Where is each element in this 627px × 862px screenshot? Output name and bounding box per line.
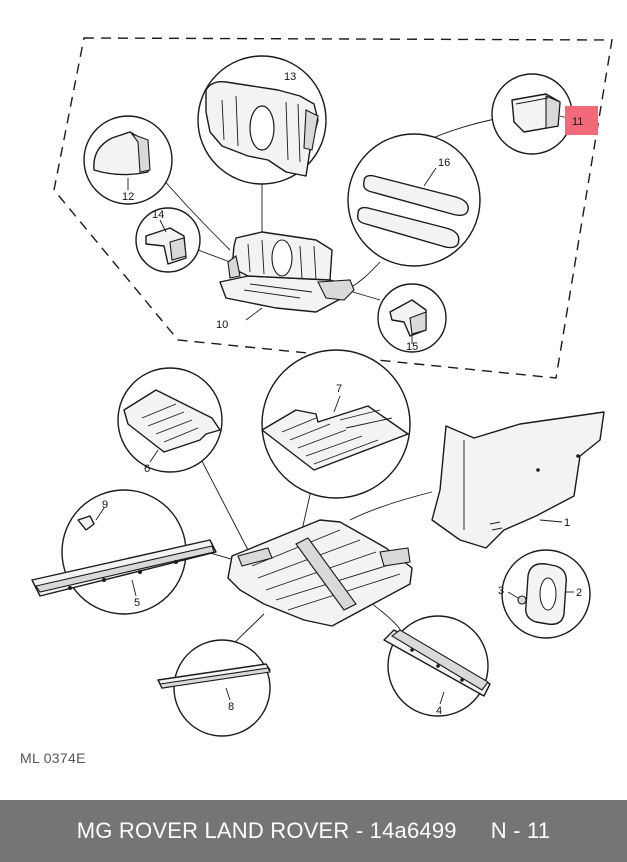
- callout-7: 7: [336, 383, 342, 395]
- diagram-reference-code: ML 0374E: [20, 750, 86, 766]
- part-4-detail: [383, 615, 491, 717]
- callout-5: 5: [134, 597, 140, 609]
- part-7-detail: [261, 349, 411, 499]
- part-11-detail: [491, 73, 573, 155]
- footer-page-number: N - 11: [490, 818, 551, 843]
- part-12-detail: [83, 115, 173, 205]
- callout-14: 14: [152, 209, 164, 221]
- callout-12: 12: [122, 191, 134, 203]
- part-5-detail: [31, 489, 217, 615]
- callout-10: 10: [216, 319, 228, 331]
- callout-16: 16: [438, 157, 450, 169]
- footer-title: MG ROVER LAND ROVER - 14a6499: [76, 818, 457, 843]
- part-1-panel: [431, 411, 605, 549]
- parts-diagram: 1 2 3 4 5 6 7 8 9 10 11 12 13 14 15 16: [31, 37, 613, 737]
- part-14-detail: [135, 207, 201, 273]
- callout-4: 4: [436, 705, 442, 717]
- callout-6: 6: [144, 463, 150, 475]
- highlight-marker: [565, 106, 598, 135]
- callout-2: 2: [576, 587, 582, 599]
- part-8-detail: [157, 639, 271, 737]
- part-10-assembly: [219, 231, 355, 321]
- floor-assembly: [227, 519, 413, 627]
- callout-9: 9: [102, 499, 108, 511]
- callout-3: 3: [498, 585, 504, 597]
- callout-13: 13: [284, 71, 296, 83]
- part-15-detail: [377, 283, 447, 353]
- callout-11: 11: [572, 116, 583, 128]
- callout-8: 8: [228, 701, 234, 713]
- part-2-detail: [501, 549, 591, 639]
- part-13-detail: [197, 55, 327, 185]
- part-16-detail: [347, 133, 481, 267]
- footer-bar: MG ROVER LAND ROVER - 14a6499 N - 11: [0, 800, 627, 862]
- part-6-detail: [117, 367, 223, 473]
- callout-1: 1: [564, 517, 570, 529]
- callout-15: 15: [406, 341, 418, 353]
